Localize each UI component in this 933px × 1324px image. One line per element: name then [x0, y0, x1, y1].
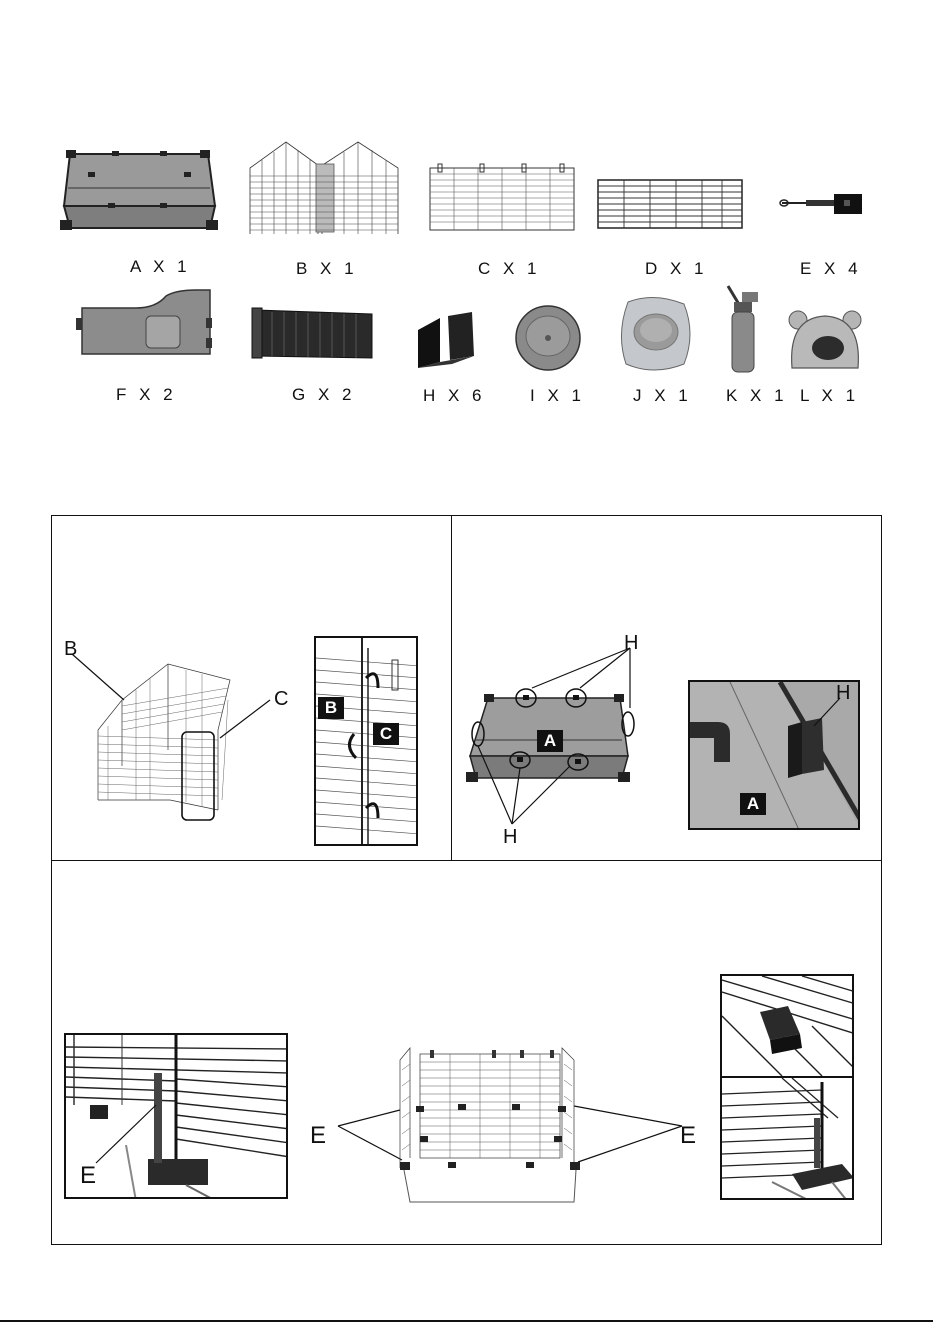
step3-left-detail-drawing — [66, 1035, 288, 1199]
part-i-bowl-image — [512, 302, 584, 372]
part-g-ramp-image — [248, 306, 378, 362]
step3-left-detail-inset — [64, 1033, 288, 1199]
step1-detail-inset — [314, 636, 418, 846]
step1-tag-b: B — [318, 697, 344, 719]
step2-inset-callout-h: H — [836, 682, 850, 705]
part-k-label: K X 1 — [726, 386, 788, 406]
part-b-label: B X 1 — [296, 259, 358, 279]
step1-detail-drawing — [316, 638, 418, 846]
part-l-label: L X 1 — [800, 386, 859, 406]
step3-callout-e-right: E — [680, 1122, 696, 1150]
part-a-base-tray-image — [60, 148, 220, 238]
step2-callout-h-top: H — [624, 632, 638, 655]
part-j-feeder-image — [614, 294, 696, 374]
part-e-label: E X 4 — [800, 259, 862, 279]
part-f-label: F X 2 — [116, 385, 177, 405]
part-d-label: D X 1 — [645, 259, 708, 279]
part-b-end-panels-image — [248, 138, 408, 238]
part-e-clip-image — [778, 192, 868, 216]
step2-callout-h-bottom: H — [503, 826, 517, 849]
step3-right-top-drawing — [722, 976, 854, 1078]
step3-right-top-inset — [720, 974, 854, 1078]
part-c-side-panel-image — [428, 162, 578, 234]
step1-callout-c: C — [274, 688, 288, 711]
step2-inset-tag-a: A — [740, 793, 766, 815]
step1-assembly-drawing — [60, 640, 290, 830]
part-i-label: I X 1 — [530, 386, 585, 406]
part-l-hideout-image — [786, 308, 864, 374]
step3-cage-drawing — [330, 1040, 690, 1210]
part-c-label: C X 1 — [478, 259, 541, 279]
step1-callout-b: B — [64, 638, 77, 661]
part-h-label: H X 6 — [423, 386, 486, 406]
step3-right-bottom-inset — [720, 1076, 854, 1200]
part-j-label: J X 1 — [633, 386, 692, 406]
part-k-bottle-image — [718, 284, 768, 374]
step3-callout-e-left: E — [310, 1122, 326, 1150]
part-d-top-panel-image — [596, 176, 746, 232]
part-h-clip-image — [412, 310, 482, 370]
part-g-label: G X 2 — [292, 385, 355, 405]
step3-right-bottom-drawing — [722, 1078, 854, 1200]
step2-tag-a: A — [537, 730, 563, 752]
part-f-platform-image — [76, 288, 216, 363]
page-bottom-rule — [0, 1320, 933, 1322]
part-a-label: A X 1 — [130, 257, 191, 277]
step1-tag-c: C — [373, 723, 399, 745]
step3-inset-callout-e: E — [80, 1162, 96, 1190]
